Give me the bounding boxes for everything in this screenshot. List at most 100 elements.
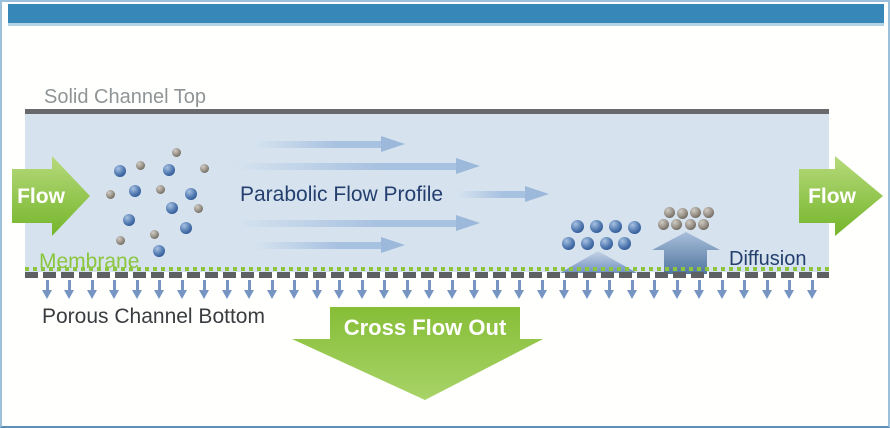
arrow-head [694, 290, 704, 299]
cross-flow-down-arrow-icon [109, 280, 120, 299]
blue-particle [185, 188, 197, 200]
arrow-shaft [234, 163, 460, 170]
cross-flow-down-arrow-icon [784, 280, 795, 299]
arrow-stem [158, 280, 161, 290]
arrow-head [289, 290, 299, 299]
arrow-head [739, 290, 749, 299]
arrow-stem [360, 280, 364, 290]
arrow-stem [518, 280, 521, 290]
arrow-stem [338, 280, 341, 290]
arrow-stem [293, 280, 296, 290]
cross-flow-down-arrow-icon [221, 280, 233, 299]
arrow-stem [135, 280, 139, 290]
arrow-head [761, 290, 772, 299]
diffusion-label: Diffusion [729, 248, 807, 270]
parabolic-flow-arrow-icon [457, 186, 549, 203]
cross-flow-out-label: Cross Flow Out [343, 315, 507, 340]
accumulated-blue-particle [570, 219, 584, 233]
arrow-shaft [457, 191, 529, 198]
accumulated-gray-particle [697, 218, 709, 230]
gray-particle [193, 203, 203, 213]
cross-flow-down-arrow-icon [716, 280, 728, 299]
arrow-stem [315, 280, 319, 290]
arrow-head [536, 290, 547, 299]
arrow-stem [90, 280, 94, 290]
porous-channel-bottom-label: Porous Channel Bottom [42, 305, 265, 328]
accumulated-gray-particle [670, 218, 682, 230]
flow-left-label: Flow [17, 185, 65, 208]
accumulated-gray-particle [689, 206, 701, 218]
accumulated-blue-particle [599, 236, 613, 250]
parabolic-flow-arrow-icon [234, 215, 480, 232]
header-bar [8, 4, 884, 26]
arrow-stem [698, 280, 701, 290]
cross-flow-down-arrow-icon [401, 280, 413, 299]
arrow-head [401, 290, 412, 299]
arrow-head [86, 290, 97, 299]
parabolic-flow-arrow-icon [254, 237, 405, 254]
arrow-stem [473, 280, 476, 290]
parabolic-flow-arrow-icon [234, 158, 480, 175]
arrow-stem [540, 280, 544, 290]
gray-particle [155, 184, 165, 194]
blue-particle [163, 164, 175, 176]
accumulated-gray-particle [684, 218, 696, 230]
arrow-stem [270, 280, 274, 290]
solid-channel-top-wall [25, 109, 829, 114]
arrow-head [381, 237, 405, 253]
cross-flow-down-arrow-icon [694, 280, 705, 299]
arrow-stem [180, 280, 184, 290]
arrow-head [626, 290, 637, 299]
arrow-stem [495, 280, 499, 290]
arrow-head [514, 290, 524, 299]
cross-flow-down-arrow-icon [311, 280, 323, 299]
cross-flow-down-arrow-icon [334, 280, 345, 299]
cross-flow-down-arrow-icon [806, 280, 818, 299]
cross-flow-down-arrow-icon [491, 280, 503, 299]
arrow-head [266, 290, 277, 299]
arrow-head [806, 290, 817, 299]
cross-flow-down-arrow-icon [289, 280, 300, 299]
arrow-head [469, 290, 479, 299]
accumulated-blue-particle [627, 220, 641, 234]
cross-flow-down-arrow-icon [581, 280, 593, 299]
arrow-head [109, 290, 119, 299]
arrow-head [456, 215, 480, 231]
cross-flow-down-arrow-icon [424, 280, 435, 299]
arrow-head [456, 158, 480, 174]
arrow-stem [225, 280, 229, 290]
arrow-head [154, 290, 164, 299]
cross-flow-down-arrow-icon [131, 280, 143, 299]
arrow-stem [450, 280, 454, 290]
accumulated-gray-particle [702, 206, 714, 218]
arrow-head [604, 290, 614, 299]
cross-flow-down-arrow-icon [514, 280, 525, 299]
blue-particle [123, 214, 135, 226]
cross-flow-down-arrow-icon [379, 280, 390, 299]
arrow-stem [675, 280, 679, 290]
arrow-head [221, 290, 232, 299]
arrow-head [424, 290, 434, 299]
arrow-head [311, 290, 322, 299]
arrow-stem [563, 280, 566, 290]
blue-particle [166, 202, 178, 214]
arrow-head [716, 290, 727, 299]
arrow-stem [113, 280, 116, 290]
arrow-stem [788, 280, 791, 290]
arrow-head [559, 290, 569, 299]
arrow-stem [248, 280, 251, 290]
cross-flow-down-arrow-icon [86, 280, 98, 299]
arrow-stem [203, 280, 206, 290]
blue-particle [129, 185, 141, 197]
cross-flow-down-arrow-icon [244, 280, 255, 299]
accumulated-blue-particle [580, 236, 594, 250]
arrow-stem [428, 280, 431, 290]
blue-particle [180, 222, 192, 234]
cross-flow-down-arrow-icon [446, 280, 458, 299]
arrow-head [581, 290, 592, 299]
gray-particle [135, 160, 145, 170]
cross-flow-down-arrow-icon [154, 280, 165, 299]
arrow-head [334, 290, 344, 299]
arrow-head [176, 290, 187, 299]
